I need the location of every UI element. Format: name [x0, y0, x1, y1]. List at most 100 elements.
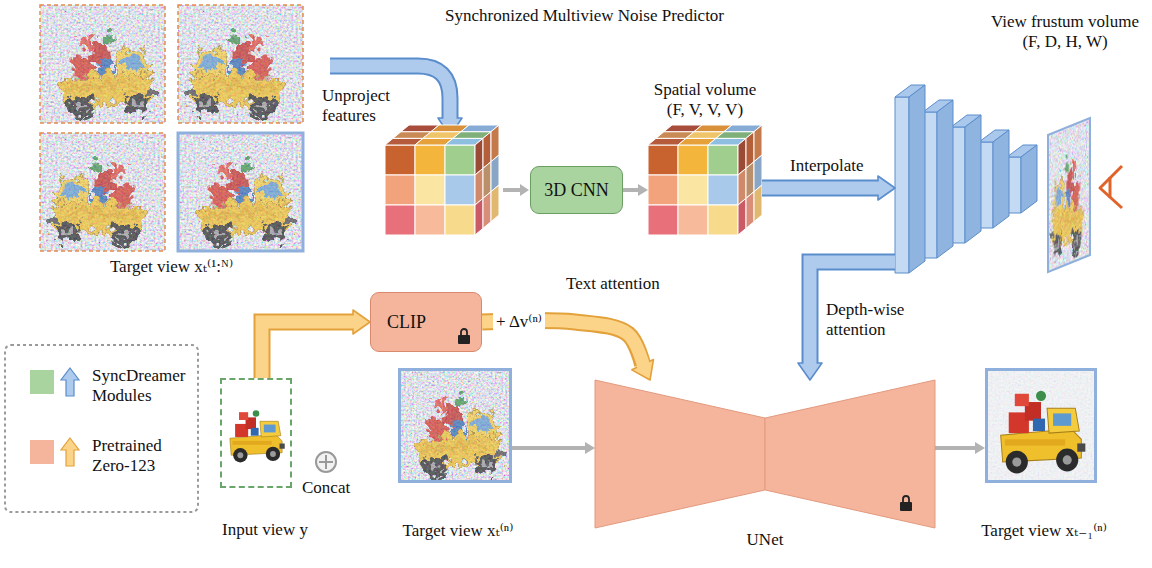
- cube-to-cnn-arrow: [503, 184, 529, 196]
- feature-volume-cube-part: [445, 175, 475, 205]
- input-image: [222, 399, 290, 467]
- concat-symbol: [316, 452, 336, 472]
- camera-symbol-part: [1109, 177, 1112, 198]
- connector-line: [623, 188, 639, 192]
- diagram-title: Synchronized Multiview Noise Predictor: [445, 6, 724, 26]
- spatial-volume-cube-part: [708, 205, 738, 235]
- noisy-target-image-part: [398, 368, 512, 483]
- module-box: 3D CNN: [530, 166, 623, 214]
- connector-line: [935, 446, 976, 450]
- frustum-slabs-part: [937, 100, 953, 258]
- frustum-slabs-part: [993, 130, 1009, 228]
- step-label: Unproject features: [322, 86, 402, 125]
- output-image: Target view xₜ₋₁⁽ⁿ⁾: [985, 368, 1097, 483]
- arrowhead: [585, 442, 595, 454]
- legend-swatch: [30, 370, 54, 394]
- target-view-grid: Target view xₜ⁽¹:ᴺ⁾: [40, 5, 303, 251]
- feature-volume-cube-part: [385, 175, 415, 205]
- spatial-volume-cube-part: [754, 185, 762, 222]
- spatial-volume-cube-part: [648, 205, 678, 235]
- node-caption: Target view xₜ⁽¹:ᴺ⁾: [40, 257, 303, 277]
- connector-fill: [762, 182, 881, 195]
- unet-outline: [595, 380, 935, 528]
- unet-decoder: [765, 380, 935, 528]
- spatial-volume-cube-part: [708, 145, 738, 175]
- target-image: Target view xₜ⁽ⁿ⁾: [398, 368, 512, 483]
- lock-icon: [458, 329, 470, 344]
- frustum-slabs-part: [1021, 145, 1037, 213]
- lock-body: [458, 335, 470, 344]
- node-caption: View frustum volume (F, D, H, W): [980, 12, 1150, 51]
- unet-shape: UNet: [595, 380, 935, 528]
- spatial-volume-cube-part: [678, 145, 708, 175]
- lock-icon: [900, 496, 912, 511]
- lock-body: [900, 502, 912, 511]
- feature-volume-cube: [385, 125, 499, 235]
- noisy-target-image: [398, 368, 512, 483]
- projected-view-slice: [1048, 118, 1090, 272]
- noisy-target-views-part: [40, 5, 165, 123]
- spatial-volume-cube-part: [648, 145, 678, 175]
- node-caption: Target view xₜ₋₁⁽ⁿ⁾: [964, 521, 1124, 541]
- noisy-target-views-part: [40, 133, 165, 251]
- denoised-image-part: [985, 368, 1097, 483]
- legend-entry: SyncDreamer Modules: [30, 366, 200, 426]
- node-caption: Spatial volume (F, V, V, V): [648, 80, 762, 119]
- legend-frame-part: [61, 368, 79, 396]
- noisy-target-views-part: [178, 133, 303, 251]
- noisy-target-views: [40, 5, 303, 251]
- connector-arrow: [262, 310, 370, 378]
- arrowhead: [975, 442, 985, 454]
- legend-frame-part: [61, 438, 79, 466]
- input-image-part: [222, 399, 290, 467]
- legend-entry: Pretrained Zero-123: [30, 436, 200, 496]
- noisy-target-views-part: [40, 5, 165, 123]
- noisy-target-views-part: [178, 5, 303, 123]
- legend-frame: [5, 345, 198, 512]
- connector-arrow: [935, 442, 985, 454]
- lock-shackle: [461, 329, 467, 335]
- feature-volume-cube-part: [385, 205, 415, 235]
- volume-cubes: [385, 125, 762, 235]
- feature-volume-cube-part: [491, 185, 499, 222]
- legend-swatch: [30, 440, 54, 464]
- frustum-slabs: [895, 85, 1037, 273]
- node-label: 3D CNN: [544, 180, 609, 201]
- connector-arrow: [512, 442, 595, 454]
- arrowhead: [638, 184, 648, 196]
- noisy-target-views-part: [178, 133, 303, 251]
- spatial-volume-cube-part: [746, 192, 754, 229]
- embedding-offset: + Δv⁽ⁿ⁾: [493, 310, 545, 334]
- denoised-image: [985, 368, 1097, 483]
- feature-volume-cube-part: [475, 198, 483, 235]
- encoder-box: CLIP: [370, 292, 482, 352]
- input-image: Input view y: [220, 378, 292, 488]
- concat-symbol-part: [316, 452, 336, 472]
- projected-view-slice-part: [1048, 118, 1090, 272]
- frustum-slabs-part: [965, 115, 981, 243]
- legend-frame-part: [5, 345, 198, 512]
- volume-cube: Spatial volume (F, V, V, V): [648, 125, 762, 235]
- feature-volume-cube-part: [415, 205, 445, 235]
- spatial-volume-cube-part: [648, 175, 678, 205]
- feature-volume-cube-part: [415, 175, 445, 205]
- feature-volume-cube-part: [445, 205, 475, 235]
- spatial-volume-cube-part: [678, 205, 708, 235]
- spatial-volume-cube: [648, 125, 762, 235]
- legend-text: SyncDreamer Modules: [92, 366, 192, 405]
- operation-label: Concat: [302, 478, 350, 498]
- frustum-slabs-part: [895, 97, 909, 273]
- connector-fill: [262, 322, 356, 378]
- connector-label: Interpolate: [790, 156, 864, 176]
- connector-outline: [262, 322, 353, 378]
- connector-arrow: [762, 176, 895, 200]
- frustum-volume: View frustum volume (F, D, H, W): [895, 85, 1037, 273]
- node-caption: UNet: [715, 530, 815, 550]
- noisy-target-views-part: [40, 133, 165, 251]
- node-caption: Input view y: [222, 520, 372, 540]
- concat-symbol-part: [325, 455, 327, 469]
- projected-view-slice-part: [1048, 118, 1090, 272]
- camera-symbol: [1100, 166, 1122, 208]
- legend-text: Pretrained Zero-123: [92, 436, 192, 475]
